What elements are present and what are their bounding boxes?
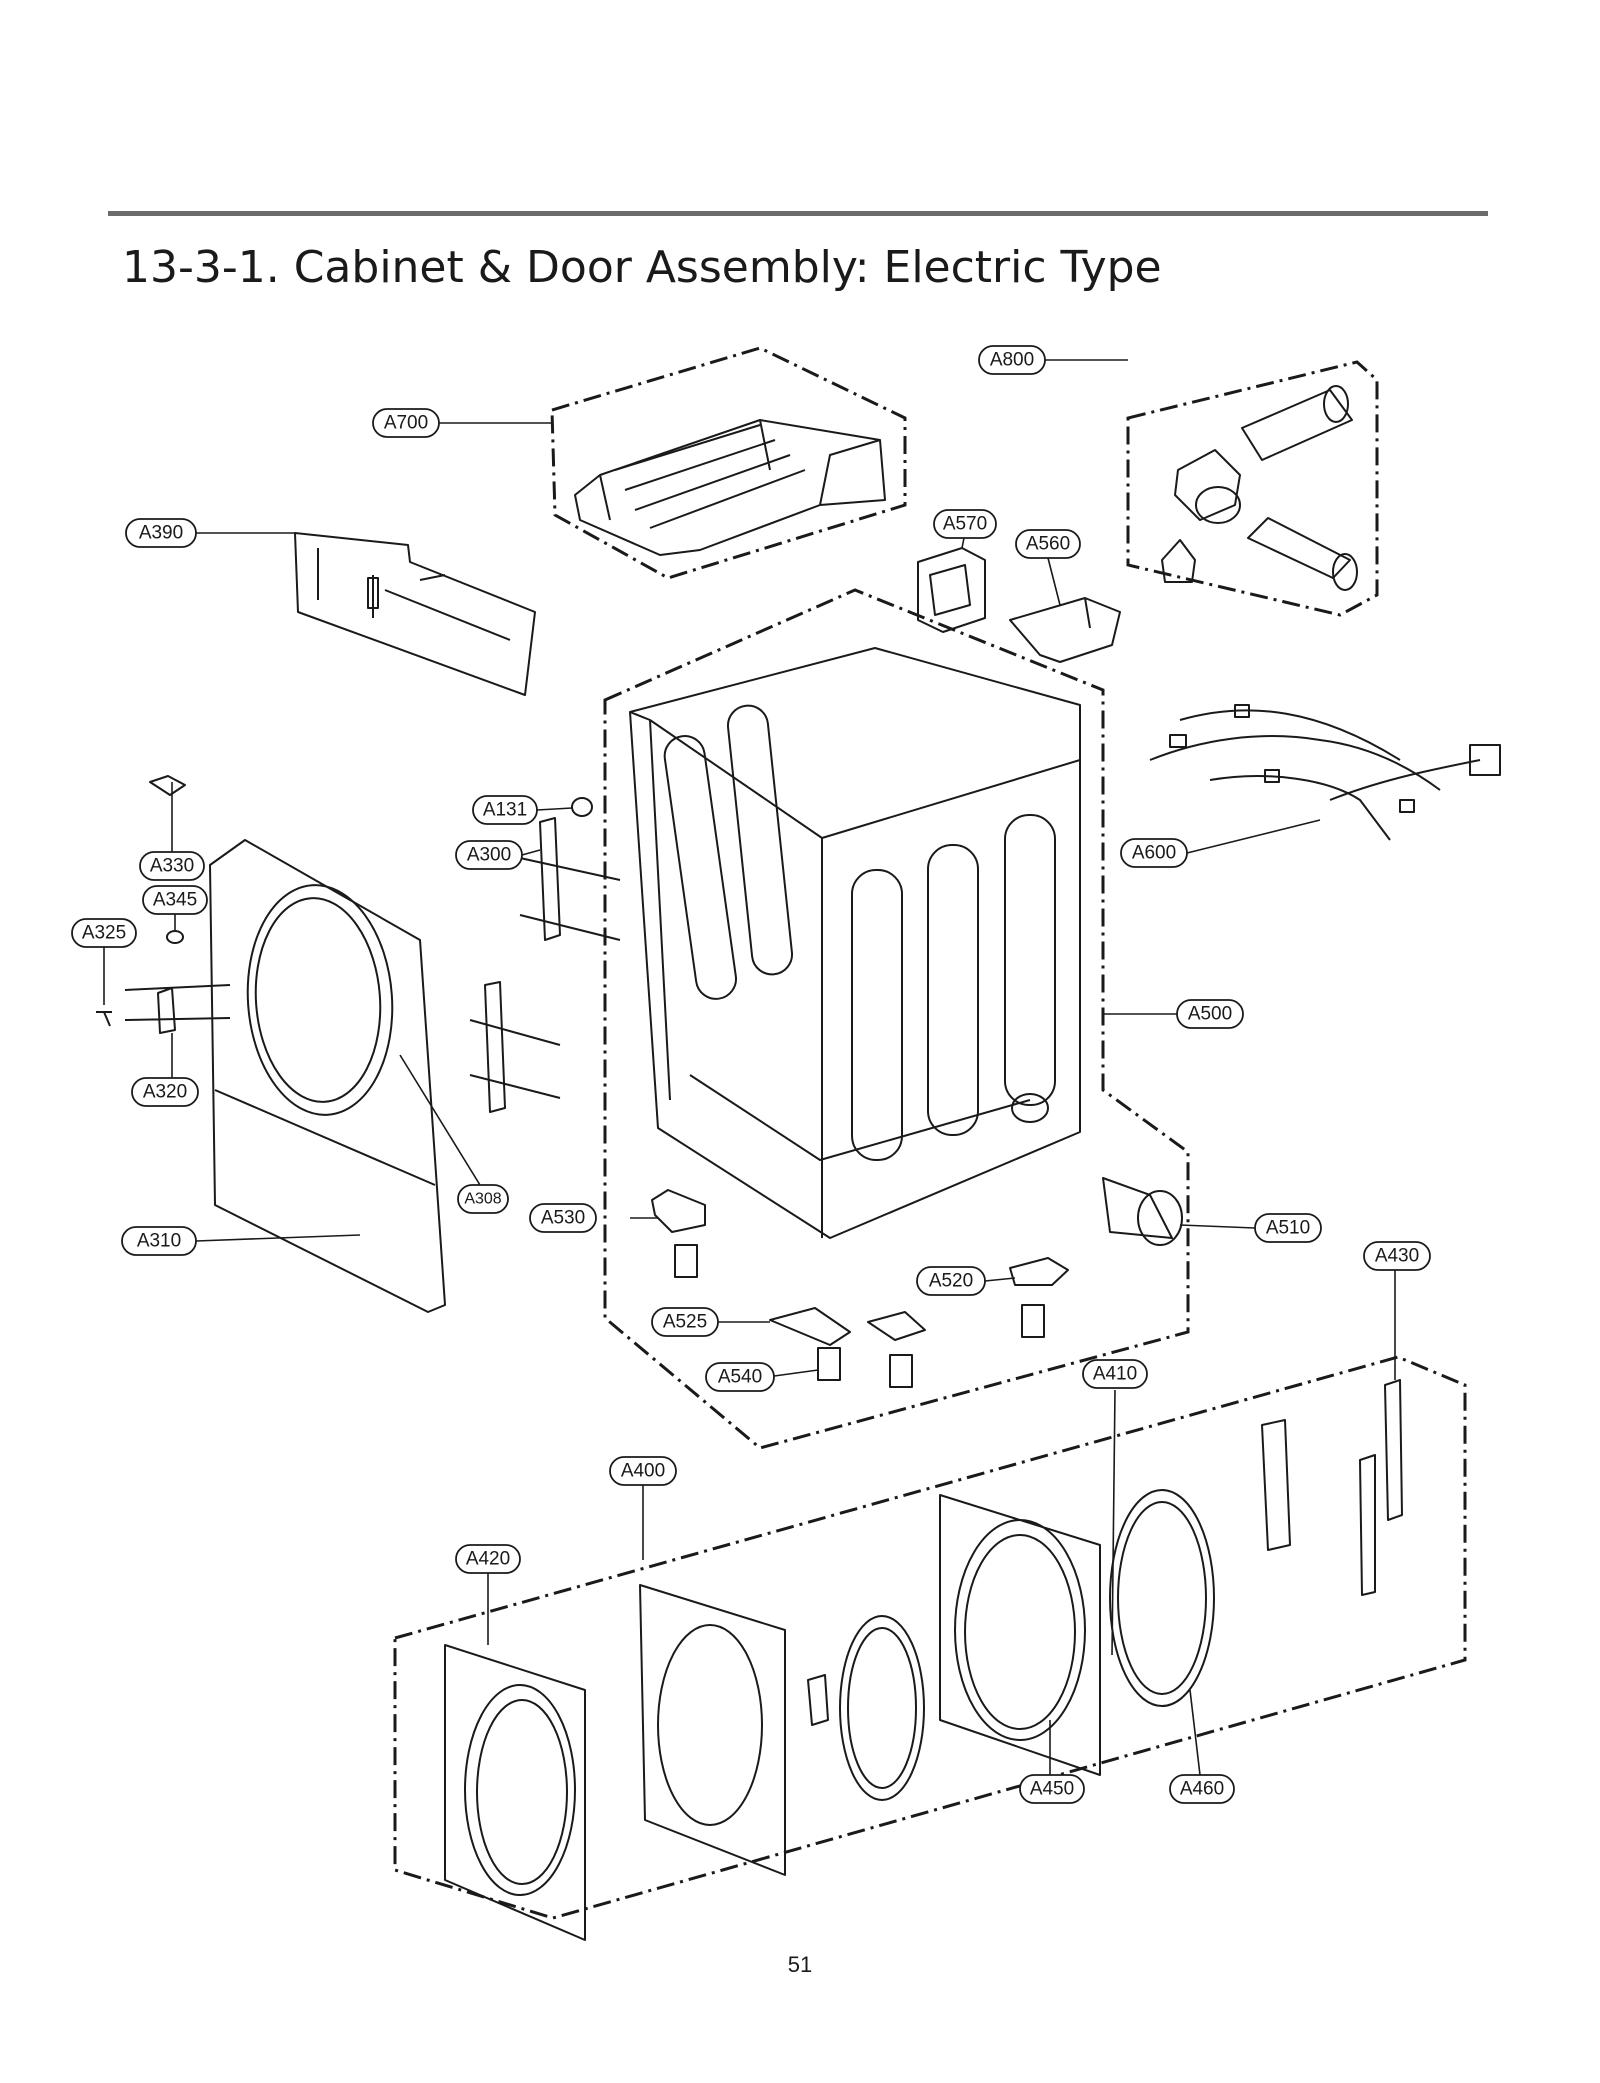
callout-oval-a520 bbox=[916, 1266, 986, 1296]
callout-oval-a320 bbox=[131, 1077, 199, 1107]
callout-a570: A570 bbox=[943, 514, 987, 535]
callout-oval-a410 bbox=[1082, 1359, 1148, 1389]
callout-oval-a525 bbox=[651, 1307, 719, 1337]
group-boundary-a800 bbox=[1126, 360, 1379, 617]
callout-a500: A500 bbox=[1188, 1004, 1232, 1025]
callout-a530: A530 bbox=[541, 1208, 585, 1229]
callout-a520: A520 bbox=[929, 1271, 973, 1292]
exhaust-duct-opening bbox=[1137, 1190, 1183, 1246]
callout-a320: A320 bbox=[143, 1082, 187, 1103]
callout-oval-a325 bbox=[71, 918, 137, 948]
front-panel-part bbox=[209, 839, 446, 1313]
screw-part bbox=[96, 1011, 112, 1027]
callout-oval-a310 bbox=[121, 1226, 197, 1256]
callout-oval-a510 bbox=[1254, 1213, 1322, 1243]
hinge-part bbox=[149, 775, 186, 796]
door-latch-part bbox=[807, 1674, 829, 1726]
callout-oval-a530 bbox=[529, 1203, 597, 1233]
inner-door-plate-part bbox=[939, 1494, 1101, 1776]
callout-a345: A345 bbox=[153, 890, 197, 911]
callout-a450: A450 bbox=[1030, 1779, 1074, 1800]
callout-a800: A800 bbox=[990, 350, 1034, 371]
door-glass-part bbox=[1109, 1489, 1215, 1707]
callout-oval-a700 bbox=[372, 408, 440, 438]
callout-oval-a420 bbox=[455, 1544, 521, 1574]
page-number: 51 bbox=[787, 1952, 813, 1977]
washer-part bbox=[166, 930, 184, 944]
callout-a410: A410 bbox=[1093, 1364, 1137, 1385]
callout-oval-a430 bbox=[1363, 1241, 1431, 1271]
callout-a460: A460 bbox=[1180, 1779, 1224, 1800]
wire-harness-part bbox=[1149, 704, 1501, 841]
door-hinge-part-a430 bbox=[1384, 1379, 1403, 1521]
callout-oval-a345 bbox=[142, 885, 208, 915]
door-gasket-ring-part bbox=[839, 1615, 925, 1801]
back-panel-part bbox=[294, 532, 536, 696]
callout-oval-a450 bbox=[1019, 1774, 1085, 1804]
foot-bracket-part-a520 bbox=[1009, 1257, 1069, 1286]
callout-oval-a800 bbox=[978, 345, 1046, 375]
callout-oval-a600 bbox=[1120, 838, 1188, 868]
lower-hinge-part bbox=[124, 984, 231, 1034]
callout-oval-a560 bbox=[1015, 529, 1081, 559]
callout-a420: A420 bbox=[466, 1549, 510, 1570]
grommet-part bbox=[571, 797, 593, 817]
foot-bracket-part-a525 bbox=[769, 1307, 851, 1346]
cabinet-part bbox=[629, 647, 1081, 1239]
callout-a330: A330 bbox=[150, 856, 194, 877]
callout-oval-a330 bbox=[139, 851, 205, 881]
callout-oval-a500 bbox=[1176, 999, 1244, 1029]
callout-oval-a400 bbox=[609, 1456, 677, 1486]
callout-a540: A540 bbox=[718, 1367, 762, 1388]
callout-a308: A308 bbox=[464, 1191, 501, 1208]
bracket-part bbox=[917, 547, 986, 633]
header-rule bbox=[108, 211, 1488, 216]
callout-a560: A560 bbox=[1026, 534, 1070, 555]
group-boundary-a700 bbox=[550, 346, 907, 580]
callout-oval-a540 bbox=[705, 1362, 775, 1392]
foot-bracket-part-center bbox=[867, 1311, 926, 1341]
callout-oval-a131 bbox=[472, 795, 538, 825]
group-boundary-a400 bbox=[393, 1355, 1467, 1920]
duct-kit-part bbox=[1161, 385, 1358, 591]
callout-a430: A430 bbox=[1375, 1246, 1419, 1267]
callout-oval-a460 bbox=[1169, 1774, 1235, 1804]
callout-a700: A700 bbox=[384, 413, 428, 434]
exhaust-duct-part bbox=[1102, 1177, 1173, 1239]
door-hinge-part-left bbox=[1261, 1419, 1291, 1551]
callout-a400: A400 bbox=[621, 1461, 665, 1482]
foot-bracket-part-a530 bbox=[651, 1189, 706, 1233]
page-title: 13-3-1. Cabinet & Door Assembly: Electri… bbox=[122, 242, 1162, 293]
door-frame-part bbox=[639, 1584, 786, 1876]
callout-a525: A525 bbox=[663, 1312, 707, 1333]
callout-oval-a308 bbox=[457, 1184, 509, 1214]
callout-a600: A600 bbox=[1132, 843, 1176, 864]
callout-a131: A131 bbox=[483, 800, 527, 821]
drying-rack-part bbox=[574, 419, 886, 556]
callout-a325: A325 bbox=[82, 923, 126, 944]
callout-oval-a300 bbox=[455, 840, 523, 870]
callout-oval-a390 bbox=[125, 518, 197, 548]
door-hinge-part-right bbox=[1359, 1454, 1376, 1596]
door-cover-part bbox=[444, 1644, 586, 1941]
callout-a300: A300 bbox=[467, 845, 511, 866]
callout-a510: A510 bbox=[1266, 1218, 1310, 1239]
leveling-feet-part bbox=[674, 1244, 1045, 1388]
lint-guide-part bbox=[1009, 597, 1121, 663]
side-hinge-part-upper bbox=[519, 817, 621, 941]
callout-oval-a570 bbox=[933, 509, 997, 539]
side-hinge-part-lower bbox=[469, 981, 561, 1113]
callout-a310: A310 bbox=[137, 1231, 181, 1252]
callout-a390: A390 bbox=[139, 523, 183, 544]
